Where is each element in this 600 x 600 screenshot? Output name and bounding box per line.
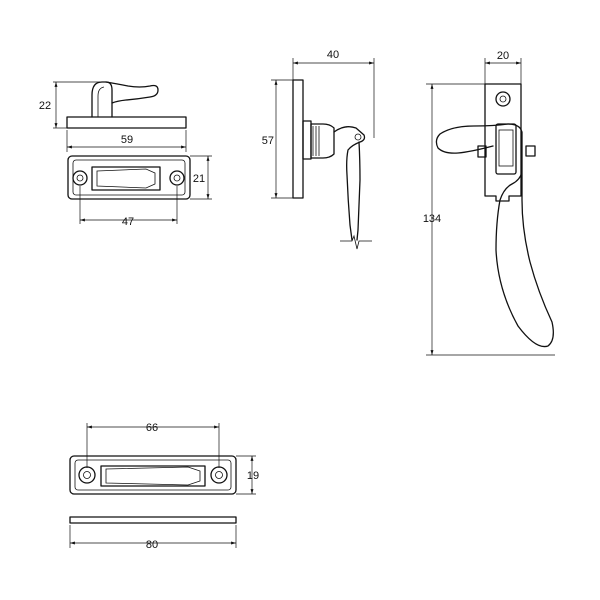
dimension-fastener-width: 40 (292, 49, 375, 138)
dimension-keep-holes: 47 (79, 186, 178, 228)
dim-label-47: 47 (122, 216, 134, 228)
dim-label-21: 21 (193, 173, 205, 185)
dimension-keep-height: 22 (39, 81, 100, 129)
mortice-plate-edge-view (69, 516, 237, 524)
dim-label-134: 134 (423, 213, 441, 225)
fastener-front-view (435, 83, 554, 348)
dim-label-40: 40 (327, 49, 339, 61)
mortice-plate-plan-view (69, 455, 237, 495)
dim-label-80: 80 (146, 539, 158, 551)
dim-label-20: 20 (497, 50, 509, 62)
keep-side-view (66, 81, 187, 129)
dimension-fastener-height: 57 (262, 79, 293, 199)
dimension-keep-width: 59 (66, 130, 187, 152)
fastener-side-view (292, 79, 372, 250)
dim-label-19: 19 (247, 470, 259, 482)
dimension-fastener-front-height: 134 (423, 83, 555, 356)
dim-label-57: 57 (262, 135, 274, 147)
dimension-mortice-width: 80 (69, 525, 237, 551)
dim-label-66: 66 (146, 422, 158, 434)
keep-plan-view (67, 155, 191, 200)
dimension-keep-plan-height: 21 (190, 155, 212, 200)
dim-label-22: 22 (39, 100, 51, 112)
dim-label-59: 59 (121, 134, 133, 146)
dimension-fastener-front-width: 20 (484, 50, 522, 84)
dimension-mortice-holes: 66 (86, 422, 220, 468)
dimension-mortice-height: 19 (236, 455, 259, 495)
